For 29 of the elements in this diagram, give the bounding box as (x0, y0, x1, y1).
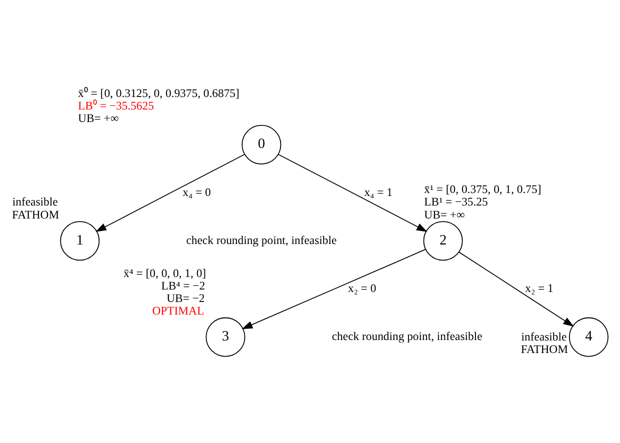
edge-label: x₄ = 0 (182, 185, 211, 198)
node-circle: 1 (60, 220, 100, 260)
edge-label: x₄ = 1 (364, 185, 392, 198)
node-label: x̄⁴ = [0, 0, 0, 1, 0] (123, 266, 206, 280)
edge-label: x₂ = 0 (348, 282, 376, 295)
label: check rounding point, infeasible (186, 233, 337, 246)
node-label: infeasible (521, 330, 567, 344)
arrow (458, 251, 574, 326)
label: check rounding point, infeasible (332, 330, 482, 343)
node-circle: 0 (242, 124, 282, 164)
node-label: LB⁴ = −2 (161, 278, 206, 292)
arrow (242, 248, 426, 329)
node-label: FATHOM (12, 208, 60, 221)
node-label: UB= +∞ (78, 112, 119, 125)
node-circle: 2 (423, 220, 463, 260)
node-label: FATHOM (520, 342, 568, 356)
edge-label: x₂ = 1 (525, 282, 554, 295)
node-label: infeasible (12, 195, 58, 208)
node-circle: 4 (568, 316, 608, 356)
node-label: LB⁰ = −35.5625 (78, 99, 154, 112)
arrow (278, 154, 428, 232)
node-circle: 3 (206, 316, 246, 356)
arrow (96, 154, 245, 232)
node-label: UB= +∞ (424, 208, 465, 221)
node-label: OPTIMAL (152, 304, 204, 318)
node-label: x̄¹ = [0, 0.375, 0, 1, 0.75] (424, 182, 542, 196)
node-label: UB= −2 (166, 291, 205, 304)
node-label: x̄⁰ = [0, 0.3125, 0, 0.9375, 0.6875] (78, 86, 240, 100)
node-label: LB¹ = −35.25 (424, 195, 488, 208)
